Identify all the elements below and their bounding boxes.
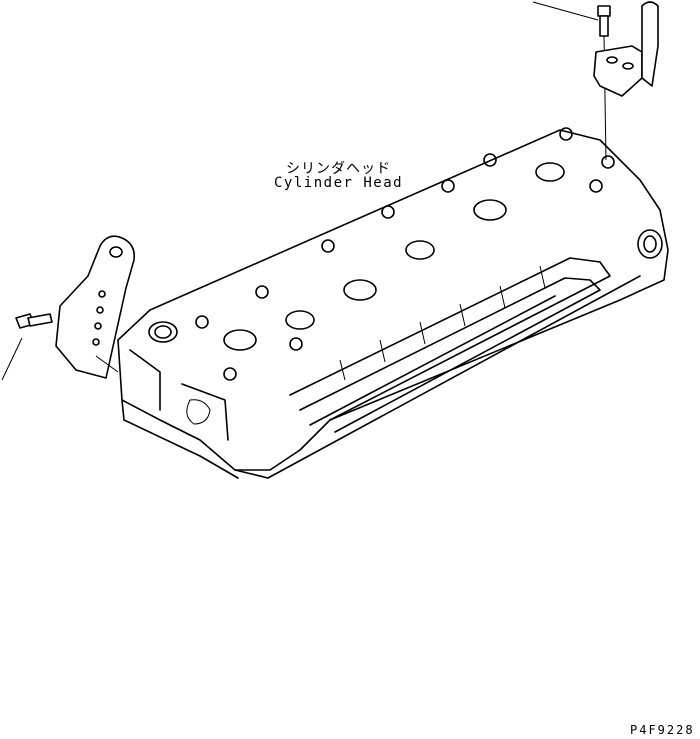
bolt-front-left: [15, 313, 53, 329]
part-name-english: Cylinder Head: [274, 175, 404, 191]
leader-line-front: [1, 337, 23, 381]
part-name-japanese: シリンダヘッド: [286, 161, 391, 177]
leader-line-top: [532, 1, 599, 21]
cylinder-head-body: [117, 127, 669, 479]
drawing-code: P4F9228: [630, 723, 695, 737]
lifting-bracket-front: [55, 235, 136, 379]
lifting-bracket-rear: [593, 1, 659, 97]
